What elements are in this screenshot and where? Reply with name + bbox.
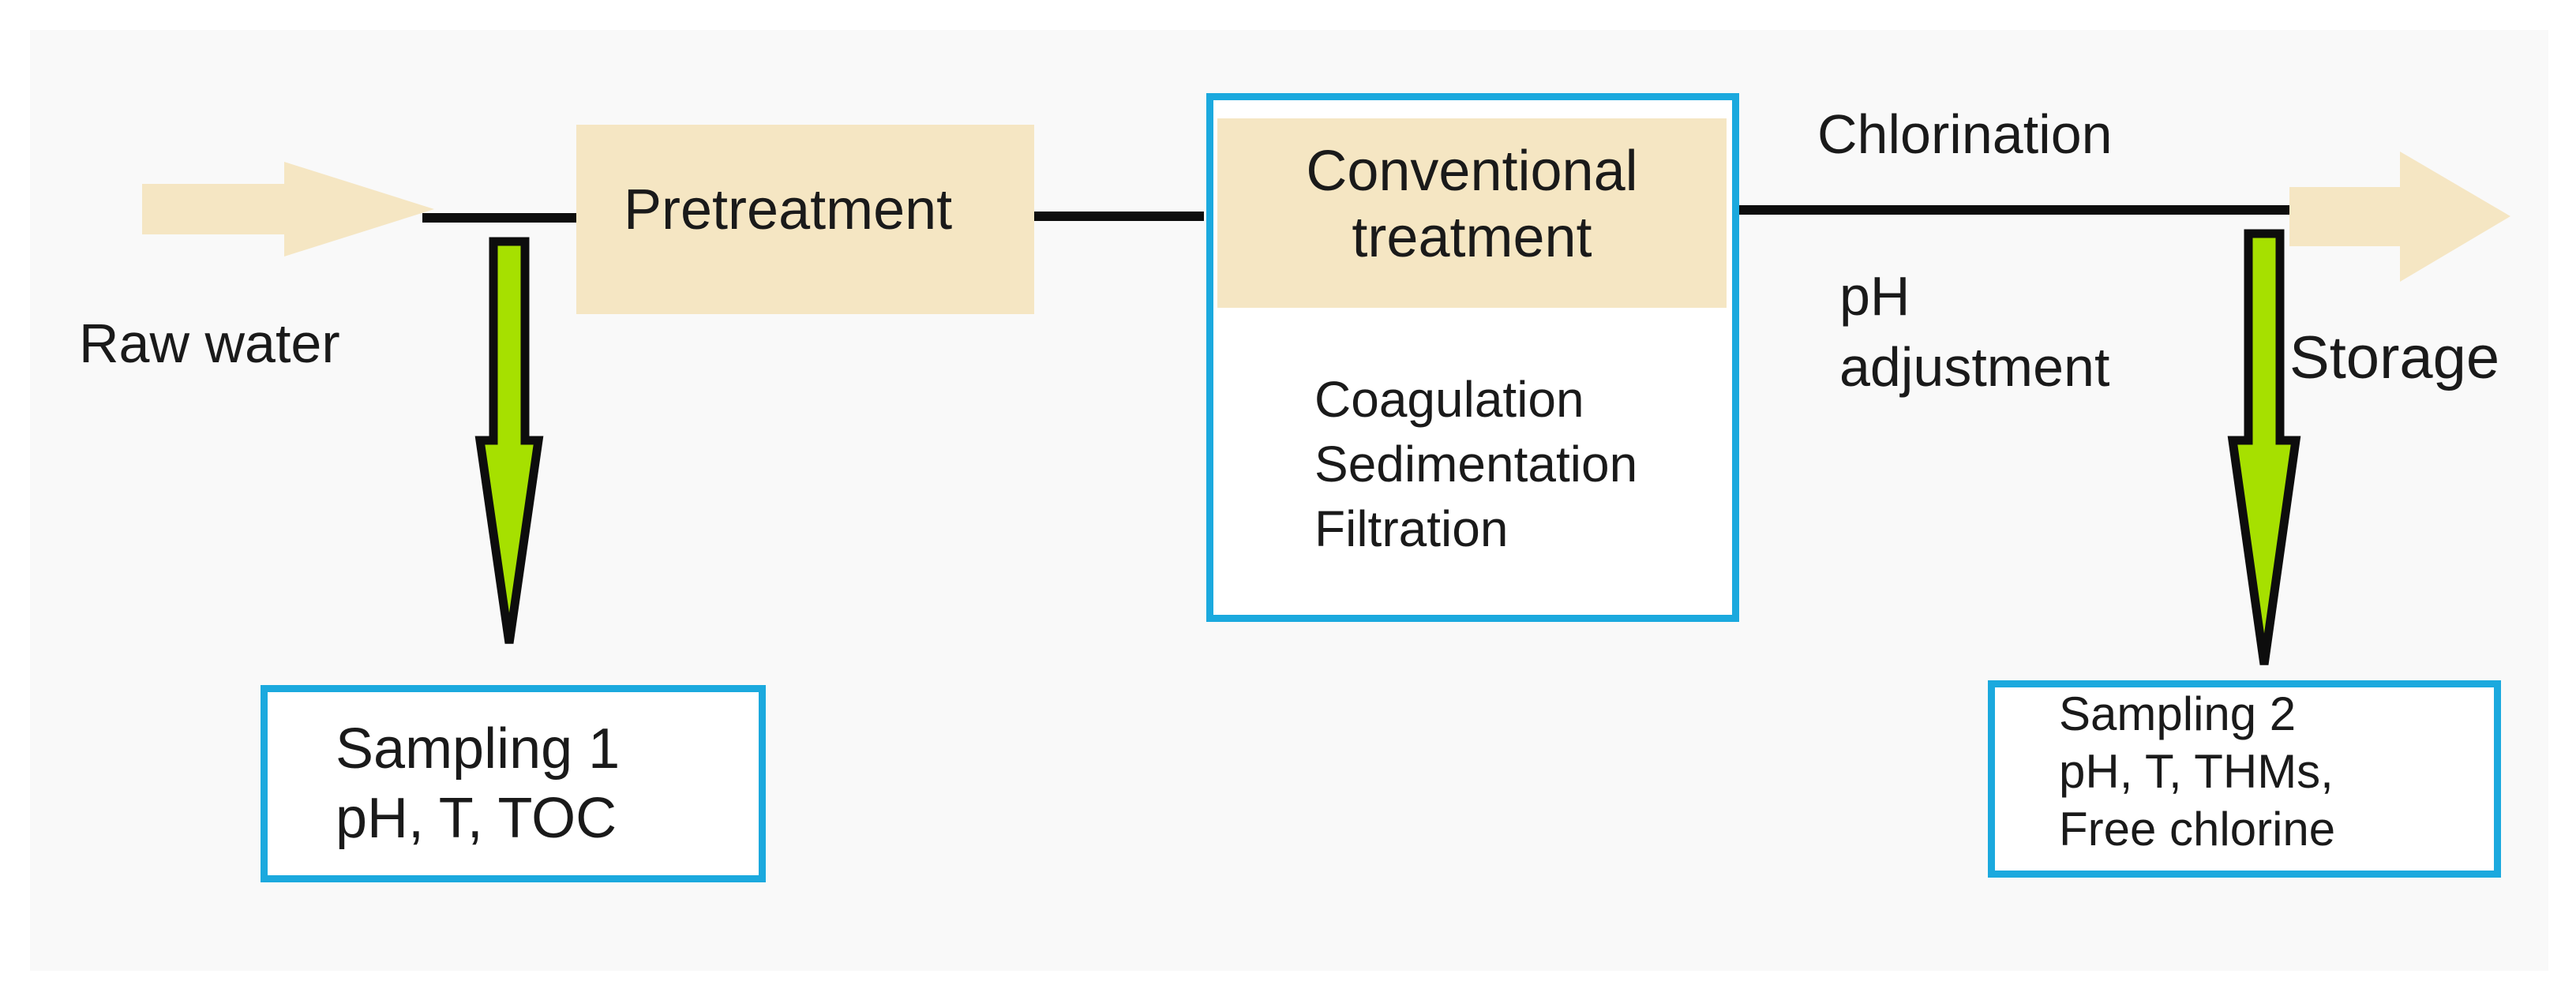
sampling-1-parameters: pH, T, TOC [336,787,617,850]
sampling-1-title: Sampling 1 [336,717,621,781]
sampling-2-free-chlorine: Free chlorine [2059,803,2336,856]
raw-water-inlet-arrow-icon [142,162,434,256]
sampling-1-box [261,685,766,882]
step-filtration: Filtration [1314,500,1509,557]
raw-water-label: Raw water [79,313,340,374]
sampling-2-box [1988,680,2501,878]
sampling-2-title: Sampling 2 [2059,687,2297,740]
ph-adjustment-line2: adjustment [1839,336,2110,398]
conventional-title-line2: treatment [1352,206,1592,269]
storage-outlet-arrow-icon [2289,152,2510,282]
conventional-steps: Coagulation Sedimentation Filtration [1314,367,1637,561]
conventional-treatment-header [1217,118,1727,308]
sampling-1-text: Sampling 1 pH, T, TOC [336,714,620,853]
pretreatment-box [576,125,1034,314]
sampling-1-arrow-icon [474,237,544,644]
conventional-treatment-title: Conventional treatment [1217,138,1727,271]
chlorination-label: Chlorination [1817,103,2113,165]
ph-adjustment-label: pH adjustment [1839,260,2109,403]
flow-line-pretreatment-to-conventional [1026,212,1204,221]
conventional-title-line1: Conventional [1306,140,1638,203]
pretreatment-label: Pretreatment [624,178,953,242]
ph-adjustment-line1: pH [1839,265,1910,327]
step-sedimentation: Sedimentation [1314,436,1638,492]
sampling-2-arrow-icon [2227,229,2301,665]
flow-line-inlet [422,213,588,223]
flow-line-to-storage [1723,205,2295,215]
sampling-2-text: Sampling 2 pH, T, THMs, Free chlorine [2059,685,2335,858]
storage-label: Storage [2289,324,2500,391]
sampling-2-parameters: pH, T, THMs, [2059,745,2334,798]
step-coagulation: Coagulation [1314,371,1584,428]
